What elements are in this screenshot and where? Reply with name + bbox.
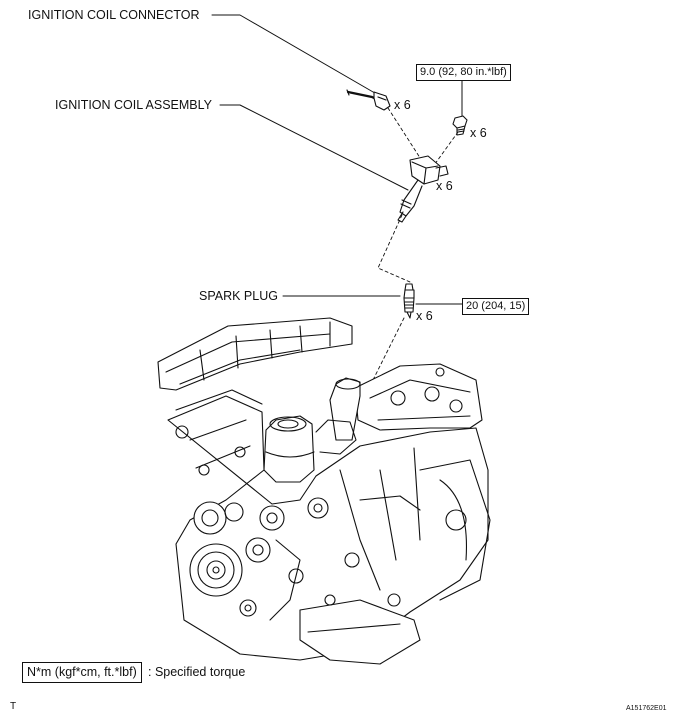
label-ignition-coil-assembly: IGNITION COIL ASSEMBLY (55, 98, 212, 112)
assembly-axis-lines (371, 107, 459, 383)
ignition-coil-connector-icon (346, 89, 391, 111)
axis-connector-coil (387, 107, 425, 165)
leader-lines (211, 14, 463, 305)
footer-mark: T (10, 701, 17, 712)
qty-bolt: x 6 (470, 126, 487, 140)
torque-box-plug: 20 (204, 15) (462, 298, 530, 315)
engine-assembly-drawing (157, 317, 491, 665)
label-ignition-coil-connector: IGNITION COIL CONNECTOR (28, 8, 200, 22)
leader-connector (211, 14, 381, 97)
torque-box-bolt: 9.0 (92, 80 in.*lbf) (416, 64, 511, 81)
qty-plug: x 6 (416, 309, 433, 323)
axis-plug-engine (371, 317, 405, 383)
legend-description: : Specified torque (148, 665, 246, 679)
axis-bolt-coil (431, 131, 459, 169)
qty-connector: x 6 (394, 98, 411, 112)
coil-bolt-icon (452, 115, 468, 136)
qty-coil: x 6 (436, 179, 453, 193)
label-spark-plug: SPARK PLUG (199, 289, 278, 303)
ignition-coil-assembly-icon (397, 155, 449, 223)
legend-unit-box: N*m (kgf*cm, ft.*lbf) (22, 662, 142, 683)
figure-code: A151762E01 (626, 705, 667, 712)
leader-coil-assembly (219, 104, 409, 191)
axis-coil-plug (377, 214, 411, 283)
spark-plug-icon (403, 283, 415, 319)
